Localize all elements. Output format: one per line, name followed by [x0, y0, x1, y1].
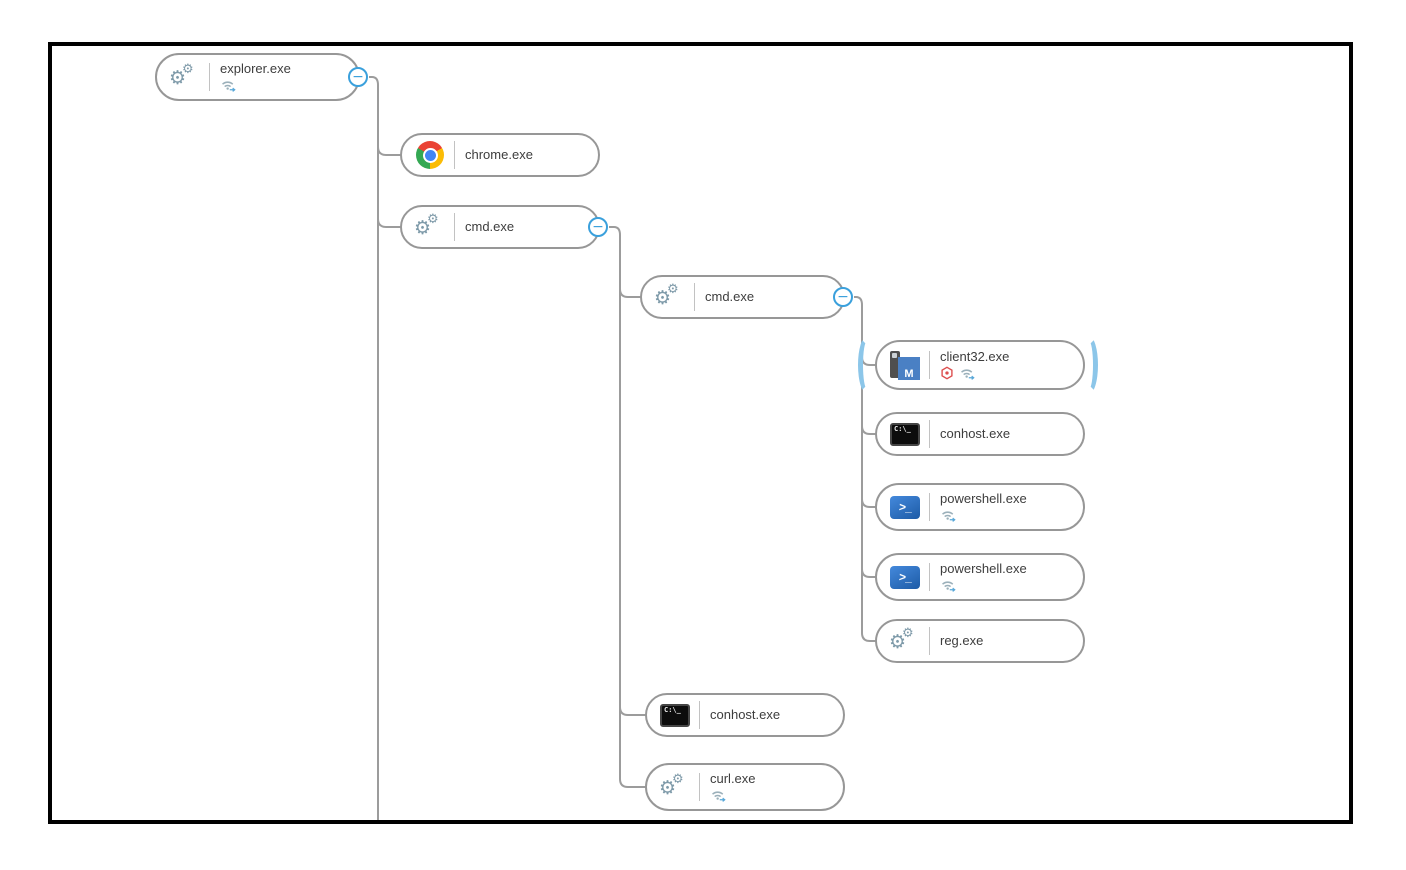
- divider: [454, 141, 455, 169]
- divider: [929, 420, 930, 448]
- process-node-cmd-1[interactable]: ⚙⚙ cmd.exe −: [400, 205, 608, 249]
- process-name: chrome.exe: [465, 146, 533, 162]
- screenshot-border-frame: [48, 42, 1353, 824]
- console-icon: C:\_: [889, 419, 921, 449]
- network-icon: [222, 81, 236, 92]
- network-icon: [942, 581, 956, 592]
- process-node-conhost-1[interactable]: C:\_ conhost.exe: [875, 412, 1085, 456]
- process-node-cmd-2[interactable]: ⚙⚙ cmd.exe −: [640, 275, 853, 319]
- network-icon: [961, 369, 975, 380]
- collapse-button[interactable]: −: [348, 67, 368, 87]
- gears-icon: ⚙⚙: [169, 61, 194, 89]
- console-icon: C:\_: [659, 700, 691, 730]
- chrome-icon: [414, 140, 446, 170]
- minus-icon: −: [837, 289, 849, 305]
- network-icon: [712, 791, 726, 802]
- process-node-chrome[interactable]: chrome.exe: [400, 133, 600, 177]
- divider: [699, 701, 700, 729]
- divider: [929, 627, 930, 655]
- powershell-icon: >_: [889, 562, 921, 592]
- netsupport-icon: M: [889, 350, 921, 380]
- divider: [929, 563, 930, 591]
- process-name: client32.exe: [940, 348, 1010, 364]
- threat-icon: [941, 366, 953, 380]
- process-node-reg[interactable]: ⚙⚙ reg.exe: [875, 619, 1085, 663]
- process-name: reg.exe: [940, 632, 984, 648]
- divider: [694, 283, 695, 311]
- divider: [454, 213, 455, 241]
- divider: [209, 63, 210, 91]
- process-name: powershell.exe: [940, 560, 1027, 576]
- process-node-powershell-2[interactable]: >_ powershell.exe: [875, 553, 1085, 601]
- divider: [929, 351, 930, 379]
- process-name: powershell.exe: [940, 490, 1027, 506]
- process-node-curl[interactable]: ⚙⚙ curl.exe: [645, 763, 845, 811]
- process-name: cmd.exe: [465, 218, 515, 234]
- network-icon: [942, 511, 956, 522]
- gears-icon: ⚙⚙: [889, 625, 914, 653]
- minus-icon: −: [352, 69, 364, 85]
- gears-icon: ⚙⚙: [659, 771, 684, 799]
- collapse-button[interactable]: −: [833, 287, 853, 307]
- process-node-powershell-1[interactable]: >_ powershell.exe: [875, 483, 1085, 531]
- selection-bracket-right: [1080, 336, 1098, 394]
- process-node-conhost-2[interactable]: C:\_ conhost.exe: [645, 693, 845, 737]
- selection-bracket-left: [858, 336, 876, 394]
- process-name: conhost.exe: [710, 706, 781, 722]
- minus-icon: −: [592, 219, 604, 235]
- collapse-button[interactable]: −: [588, 217, 608, 237]
- divider: [929, 493, 930, 521]
- process-name: conhost.exe: [940, 425, 1011, 441]
- process-name: cmd.exe: [705, 288, 755, 304]
- process-node-explorer[interactable]: ⚙⚙ explorer.exe −: [155, 53, 368, 101]
- process-name: explorer.exe: [220, 60, 291, 76]
- process-node-client32[interactable]: M client32.exe: [875, 340, 1085, 390]
- gears-icon: ⚙⚙: [654, 281, 679, 309]
- process-name: curl.exe: [710, 770, 756, 786]
- divider: [699, 773, 700, 801]
- powershell-icon: >_: [889, 492, 921, 522]
- gears-icon: ⚙⚙: [414, 211, 439, 239]
